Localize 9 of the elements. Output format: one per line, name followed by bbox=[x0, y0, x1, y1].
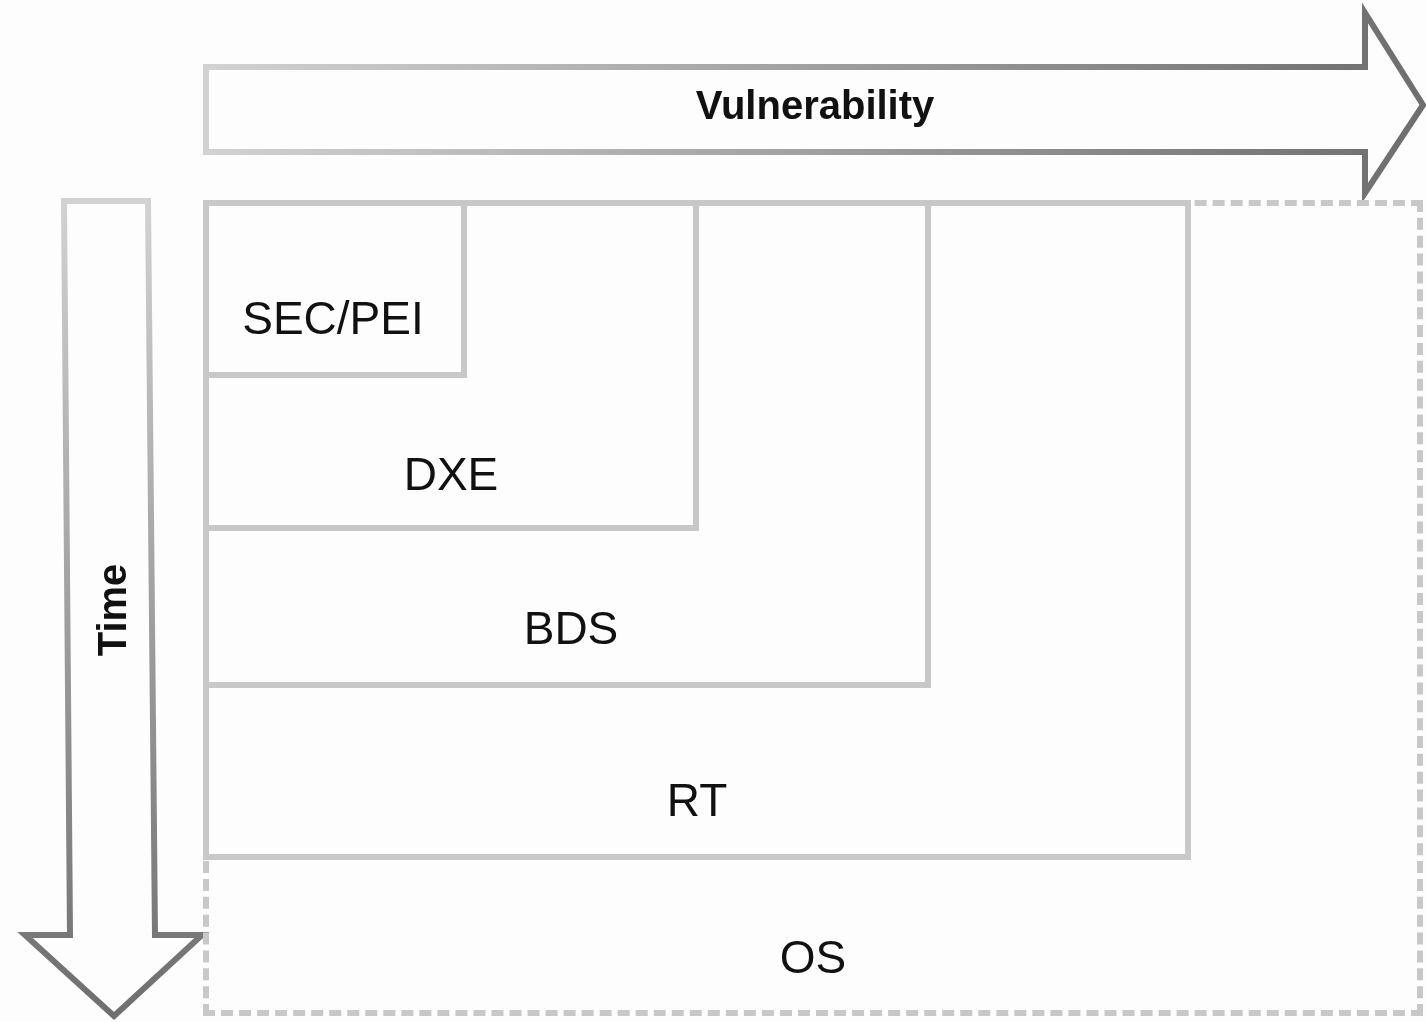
stage-label: OS bbox=[779, 934, 847, 980]
stage-label: BDS bbox=[523, 605, 619, 651]
stage-label: DXE bbox=[403, 451, 499, 497]
stage-label: RT bbox=[666, 777, 728, 823]
stage-label: SEC/PEI bbox=[242, 295, 424, 341]
axis-label: Time bbox=[92, 563, 132, 657]
stage-box bbox=[203, 200, 1423, 1016]
stage-box bbox=[203, 200, 1191, 860]
axis-label: Vulnerability bbox=[695, 85, 935, 125]
